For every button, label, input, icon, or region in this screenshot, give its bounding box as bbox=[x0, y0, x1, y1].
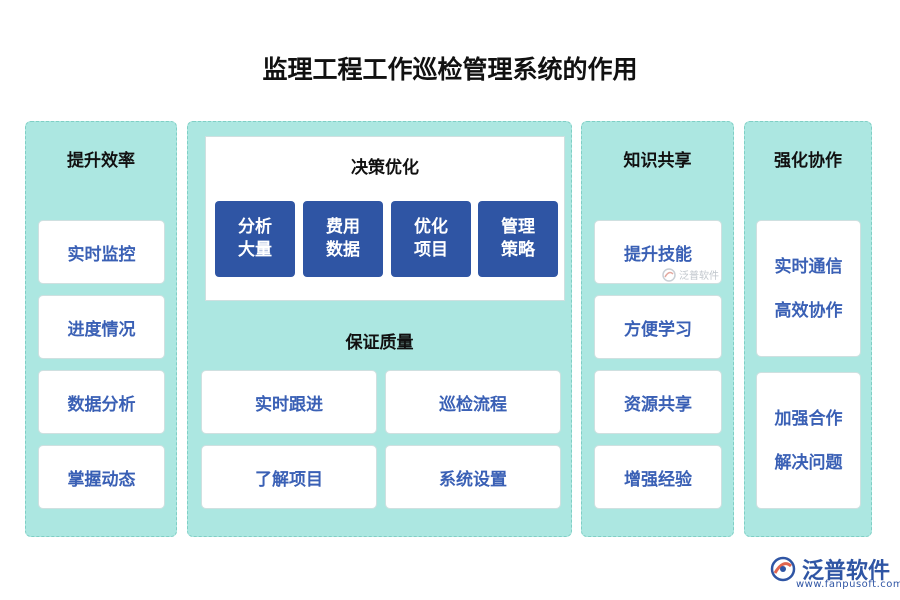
collab-card-2-line1: 加强合作 bbox=[774, 408, 843, 429]
page-title: 监理工程工作巡检管理系统的作用 bbox=[262, 55, 638, 84]
panel-center: 决策优化 分析 大量 费用 数据 优化 项目 管理 策略 保证质量 实时跟进 巡… bbox=[187, 121, 572, 537]
quality-title: 保证质量 bbox=[345, 333, 414, 353]
quality-item-1: 实时跟进 bbox=[201, 370, 377, 434]
knowledge-item-3: 资源共享 bbox=[594, 370, 722, 434]
decision-title: 决策优化 bbox=[351, 158, 419, 178]
collab-card-2-line2: 解决问题 bbox=[774, 452, 843, 473]
watermark-small-text: 泛普软件 bbox=[679, 271, 719, 282]
collab-card-2: 加强合作 解决问题 bbox=[756, 372, 861, 509]
panel-knowledge: 知识共享 提升技能 方便学习 资源共享 增强经验 bbox=[581, 121, 734, 537]
decision-item-1: 分析 大量 bbox=[215, 201, 295, 277]
decision-item-2: 费用 数据 bbox=[303, 201, 383, 277]
brand-url: www.fanpusoft.com bbox=[796, 579, 900, 590]
knowledge-item-2: 方便学习 bbox=[594, 295, 722, 359]
watermark-small: 泛普软件 bbox=[662, 267, 719, 282]
panel-collab-title: 强化协作 bbox=[774, 151, 842, 171]
panel-efficiency-title: 提升效率 bbox=[67, 151, 135, 171]
decision-item-4-line2: 策略 bbox=[501, 240, 535, 260]
decision-item-1-line1: 分析 bbox=[238, 217, 272, 237]
brand-logo-icon bbox=[770, 556, 796, 582]
decision-item-1-line2: 大量 bbox=[238, 240, 272, 260]
collab-card-1-line1: 实时通信 bbox=[774, 256, 843, 277]
panel-collab: 强化协作 实时通信 高效协作 加强合作 解决问题 bbox=[744, 121, 872, 537]
panel-efficiency: 提升效率 实时监控 进度情况 数据分析 掌握动态 bbox=[25, 121, 177, 537]
efficiency-item-1: 实时监控 bbox=[38, 220, 165, 284]
watermark-logo-icon bbox=[662, 267, 676, 282]
brand-logo: 泛普软件 bbox=[770, 553, 890, 585]
decision-item-3-line1: 优化 bbox=[414, 217, 448, 237]
collab-card-1-line2: 高效协作 bbox=[774, 300, 843, 321]
efficiency-item-4: 掌握动态 bbox=[38, 445, 165, 509]
collab-card-1: 实时通信 高效协作 bbox=[756, 220, 861, 357]
efficiency-item-3: 数据分析 bbox=[38, 370, 165, 434]
decision-item-2-line2: 数据 bbox=[326, 240, 360, 260]
efficiency-item-2: 进度情况 bbox=[38, 295, 165, 359]
quality-item-4: 系统设置 bbox=[385, 445, 561, 509]
quality-item-3: 了解项目 bbox=[201, 445, 377, 509]
decision-item-3-line2: 项目 bbox=[414, 240, 448, 260]
knowledge-item-1: 提升技能 bbox=[594, 220, 722, 284]
brand-name: 泛普软件 bbox=[802, 559, 891, 584]
decision-item-3: 优化 项目 bbox=[391, 201, 471, 277]
quality-item-2: 巡检流程 bbox=[385, 370, 561, 434]
decision-box: 决策优化 分析 大量 费用 数据 优化 项目 管理 策略 bbox=[205, 136, 565, 301]
decision-item-4: 管理 策略 bbox=[478, 201, 558, 277]
decision-item-4-line1: 管理 bbox=[501, 217, 535, 237]
knowledge-item-4: 增强经验 bbox=[594, 445, 722, 509]
panel-knowledge-title: 知识共享 bbox=[623, 151, 692, 171]
decision-item-2-line1: 费用 bbox=[326, 217, 360, 237]
